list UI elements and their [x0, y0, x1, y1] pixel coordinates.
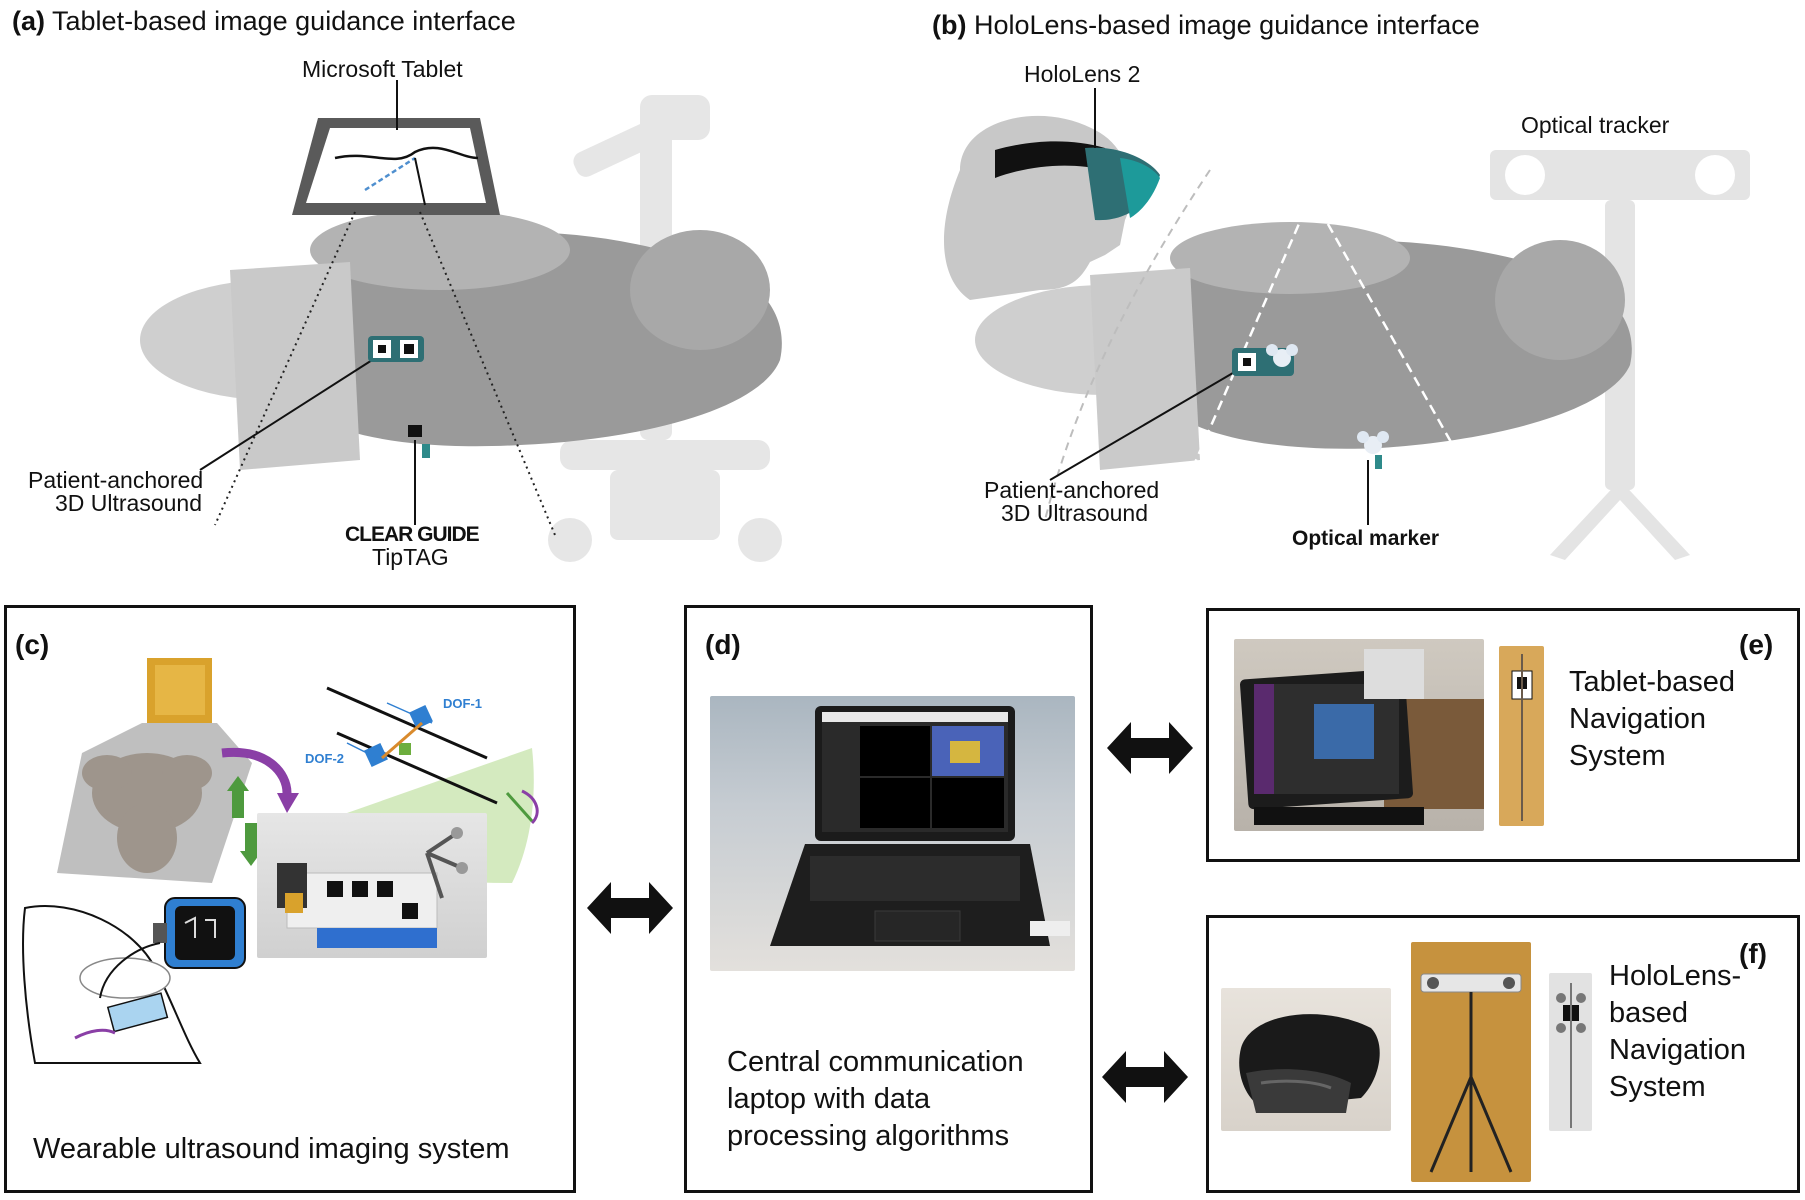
- label-optical-marker: Optical marker: [1292, 527, 1440, 550]
- probe-icon: [147, 658, 212, 723]
- panel-d: (d) Central communication laptop with da…: [684, 605, 1093, 1193]
- panel-a-illustration: [140, 80, 782, 562]
- panel-f: (f) HoloLens- based Navigation System: [1206, 915, 1800, 1193]
- panel-b-title: (b) HoloLens-based image guidance interf…: [932, 10, 1480, 41]
- dof-2-label: DOF-2: [305, 751, 344, 766]
- panel-c-caption: Wearable ultrasound imaging system: [33, 1133, 510, 1165]
- panel-f-caption-1: HoloLens-: [1609, 960, 1742, 992]
- panel-e-caption-2: Navigation: [1569, 703, 1707, 735]
- tablet-icon: [292, 118, 500, 215]
- label-optical-tracker: Optical tracker: [1521, 112, 1670, 138]
- label-clear-guide: CLEAR GUIDE: [345, 523, 480, 546]
- double-arrow-cd-icon: [585, 878, 675, 943]
- hololens-photo: [1221, 988, 1391, 1131]
- panel-e-caption-1: Tablet-based: [1569, 666, 1736, 698]
- panel-c-tag: (c): [15, 629, 50, 660]
- panel-f-caption-3: Navigation: [1609, 1034, 1747, 1066]
- panel-f-caption-2: based: [1609, 997, 1689, 1029]
- label-patient-anchored-b: Patient-anchored: [984, 477, 1160, 503]
- panel-a-title-text: Tablet-based image guidance interface: [52, 6, 516, 36]
- vertebra-icon: [82, 753, 212, 873]
- ultrasound-patch-icon: [368, 336, 424, 362]
- tracked-needle-photo: [1499, 646, 1544, 826]
- label-microsoft-tablet: Microsoft Tablet: [302, 56, 463, 82]
- panel-e-caption-3: System: [1569, 740, 1666, 772]
- label-3d-ultrasound-b: 3D Ultrasound: [1001, 500, 1149, 526]
- hololens-head-icon: [943, 115, 1160, 300]
- tablet-setup-photo: [1234, 639, 1484, 831]
- panel-d-tag: (d): [705, 629, 741, 660]
- panel-c: (c) DOF-1: [4, 605, 576, 1193]
- label-patient-anchored-a: Patient-anchored: [28, 467, 204, 493]
- panel-a-tag: (a): [12, 6, 45, 36]
- tripod-tracker-photo: [1411, 942, 1531, 1182]
- laptop-photo: [710, 696, 1075, 971]
- wearable-sketch: [22, 897, 246, 1064]
- panel-f-tag: (f): [1739, 938, 1767, 969]
- panel-e: (e) Tablet-based Navigation System: [1206, 608, 1800, 862]
- optical-marker-needle-photo: [1549, 973, 1592, 1131]
- panel-f-caption-4: System: [1609, 1071, 1706, 1103]
- label-tiptag: TipTAG: [372, 544, 449, 570]
- panel-e-tag: (e): [1739, 629, 1774, 660]
- double-arrow-de-icon: [1105, 718, 1195, 783]
- panel-b-illustration: [943, 88, 1750, 560]
- panel-d-caption-2: laptop with data: [727, 1083, 931, 1115]
- optical-marker-icon: [1266, 344, 1389, 469]
- label-hololens-2: HoloLens 2: [1024, 61, 1141, 87]
- wearable-device-photo: [257, 813, 487, 958]
- panel-d-caption-3: processing algorithms: [727, 1120, 1010, 1152]
- dof-1-label: DOF-1: [443, 696, 482, 711]
- double-arrow-df-icon: [1100, 1047, 1190, 1112]
- panel-a-title: (a) Tablet-based image guidance interfac…: [12, 6, 516, 37]
- panel-d-caption-1: Central communication: [727, 1046, 1024, 1078]
- label-3d-ultrasound-a: 3D Ultrasound: [55, 490, 203, 516]
- panel-b-tag: (b): [932, 10, 967, 40]
- panel-b-title-text: HoloLens-based image guidance interface: [974, 10, 1480, 40]
